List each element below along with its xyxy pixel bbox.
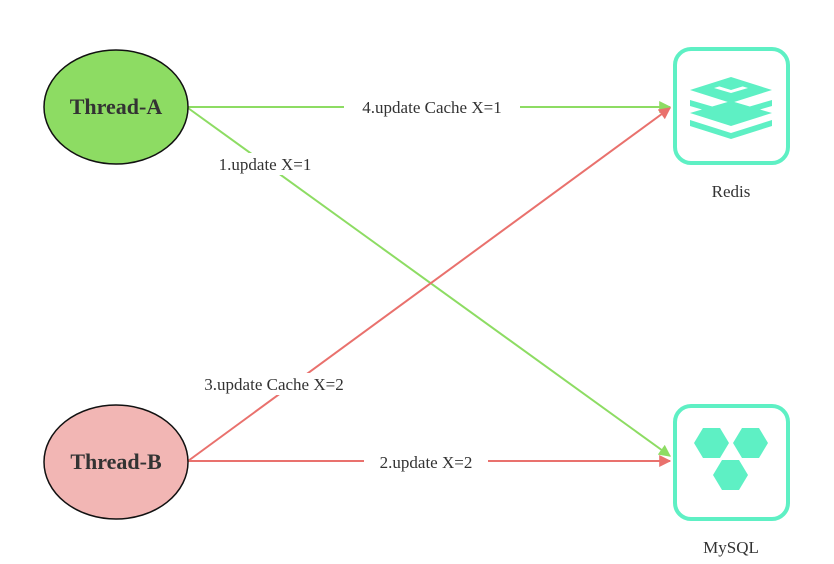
thread-b-node: Thread-B bbox=[43, 404, 189, 520]
mysql-node: MySQL bbox=[673, 404, 790, 557]
redis-label: Redis bbox=[712, 182, 751, 201]
edge-b-cache bbox=[187, 107, 671, 462]
edge-label-b-db-group: 2.update X=2 bbox=[364, 451, 488, 473]
edge-label-a-db: 1.update X=1 bbox=[219, 155, 312, 174]
mysql-icon bbox=[694, 428, 768, 490]
edge-label-b-db: 2.update X=2 bbox=[380, 453, 473, 472]
redis-node: Redis bbox=[673, 47, 790, 201]
thread-b-label: Thread-B bbox=[70, 449, 162, 474]
edge-label-b-cache-group: 3.update Cache X=2 bbox=[185, 373, 363, 395]
thread-a-node: Thread-A bbox=[43, 49, 189, 165]
edge-label-a-cache-group: 4.update Cache X=1 bbox=[344, 96, 520, 118]
edge-label-b-cache: 3.update Cache X=2 bbox=[204, 375, 343, 394]
mysql-label: MySQL bbox=[703, 538, 759, 557]
edge-label-a-db-group: 1.update X=1 bbox=[205, 153, 325, 175]
edge-label-a-cache: 4.update Cache X=1 bbox=[362, 98, 501, 117]
redis-icon bbox=[690, 77, 772, 139]
thread-a-label: Thread-A bbox=[70, 94, 163, 119]
